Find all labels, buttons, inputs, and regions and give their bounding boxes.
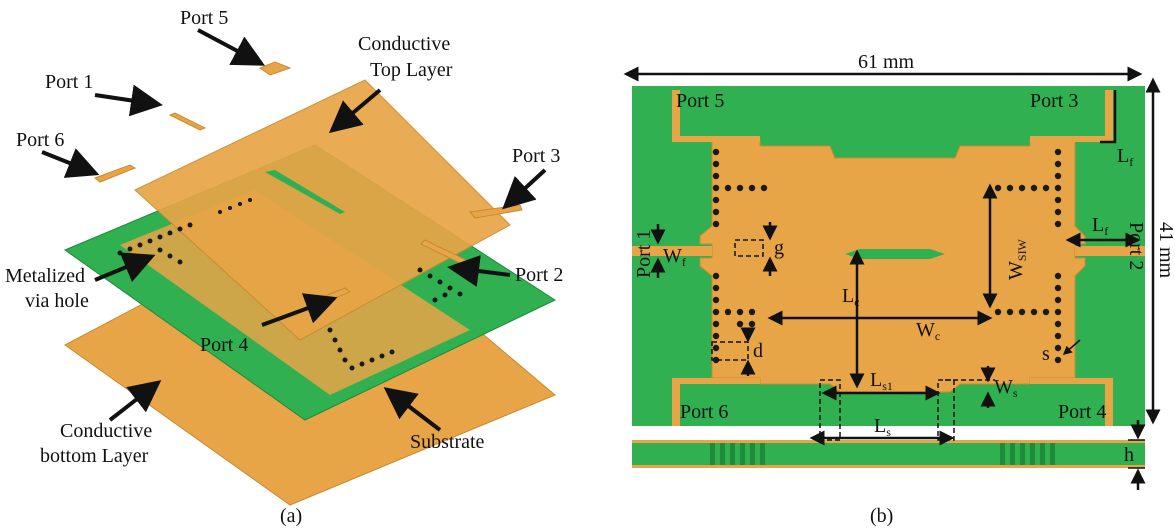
d-box [711, 341, 749, 361]
arrow-port2 [447, 255, 511, 287]
lf-top-label: Lf [1117, 145, 1133, 169]
feed-port4-h [1030, 378, 1113, 384]
arrow-port3 [502, 168, 547, 210]
center-slot [845, 249, 945, 259]
label-via-1: Metalized [5, 265, 85, 287]
wc-label: Wc [916, 319, 940, 343]
arrow-port6 [41, 148, 100, 178]
label-b-port4: Port 4 [1058, 401, 1106, 423]
feed-port6 [672, 378, 680, 426]
label-b-port3: Port 3 [1030, 90, 1078, 112]
h-label: h [1124, 444, 1134, 466]
panel-a: Port 5 Port 1 Port 6 Conductive Top Laye… [5, 7, 563, 527]
wsiw-label: WSIW [1005, 238, 1029, 280]
height-dim-label: 41 mm [1155, 222, 1175, 279]
s-label: s [1042, 343, 1050, 365]
label-port6: Port 6 [16, 129, 64, 151]
d-label: d [753, 340, 763, 362]
side-view-bottom-copper [632, 465, 1145, 468]
width-dim-label: 61 mm [858, 51, 915, 73]
top-layer-slot [265, 170, 345, 214]
arrow-port4 [261, 293, 338, 327]
arrow-port5 [197, 28, 266, 66]
via-holes-b [712, 148, 1062, 364]
port1-feedline [168, 112, 207, 131]
feed-port2 [1075, 246, 1145, 256]
label-port4: Port 4 [200, 334, 248, 356]
lc-label: Lc [842, 285, 860, 309]
label-bottom-2: bottom Layer [40, 445, 149, 467]
label-bottom-1: Conductive [60, 420, 152, 442]
feed-port5 [672, 90, 680, 140]
feed-port3 [1105, 90, 1113, 140]
g-box [734, 239, 764, 257]
label-via-2: via hole [25, 290, 89, 312]
ws-label: Ws [994, 376, 1018, 400]
label-port5: Port 5 [180, 7, 228, 29]
lf-top-marker [1100, 90, 1117, 144]
label-top-layer-2: Top Layer [370, 59, 453, 81]
arrow-substrate [383, 387, 442, 432]
ls-label: Ls [874, 415, 891, 439]
label-port3: Port 3 [512, 145, 560, 167]
panel-b: 61 mm 41 mm Port 5 Port 3 Port 6 Port 4 … [623, 51, 1175, 527]
side-view-vias [710, 443, 1055, 465]
caption-a: (a) [280, 505, 302, 527]
arrow-top-layer [328, 88, 382, 134]
label-b-port1: Port 1 [633, 230, 655, 278]
label-port1: Port 1 [45, 71, 93, 93]
feed-port6-h [672, 378, 760, 384]
feed-port3-h [1030, 136, 1113, 142]
top-conductive-layer [134, 79, 511, 341]
arrow-via-hole [94, 252, 156, 282]
label-port2: Port 2 [515, 264, 563, 286]
caption-b: (b) [870, 505, 893, 527]
label-b-port5: Port 5 [676, 90, 724, 112]
label-substrate: Substrate [410, 431, 485, 453]
label-b-port6: Port 6 [680, 401, 728, 423]
label-b-port2: Port 2 [1125, 222, 1147, 270]
wf-label: Wf [663, 245, 686, 269]
feed-port4 [1105, 378, 1113, 426]
side-view-top-copper [632, 440, 1145, 443]
side-view-substrate [632, 440, 1145, 468]
port5-feedline [258, 61, 292, 76]
ls1-label: Ls1 [870, 369, 893, 393]
arrow-port1 [94, 84, 163, 117]
arrow-bottom-layer [108, 380, 162, 422]
s-arrow [1062, 339, 1081, 355]
lf-right-label: Lf [1092, 214, 1108, 238]
feed-port5-h [672, 136, 760, 142]
g-label: g [774, 237, 784, 259]
label-top-layer-1: Conductive [358, 33, 450, 55]
port6-feedline [93, 164, 137, 183]
via-holes-a [117, 198, 463, 371]
feed-port1 [632, 246, 712, 256]
